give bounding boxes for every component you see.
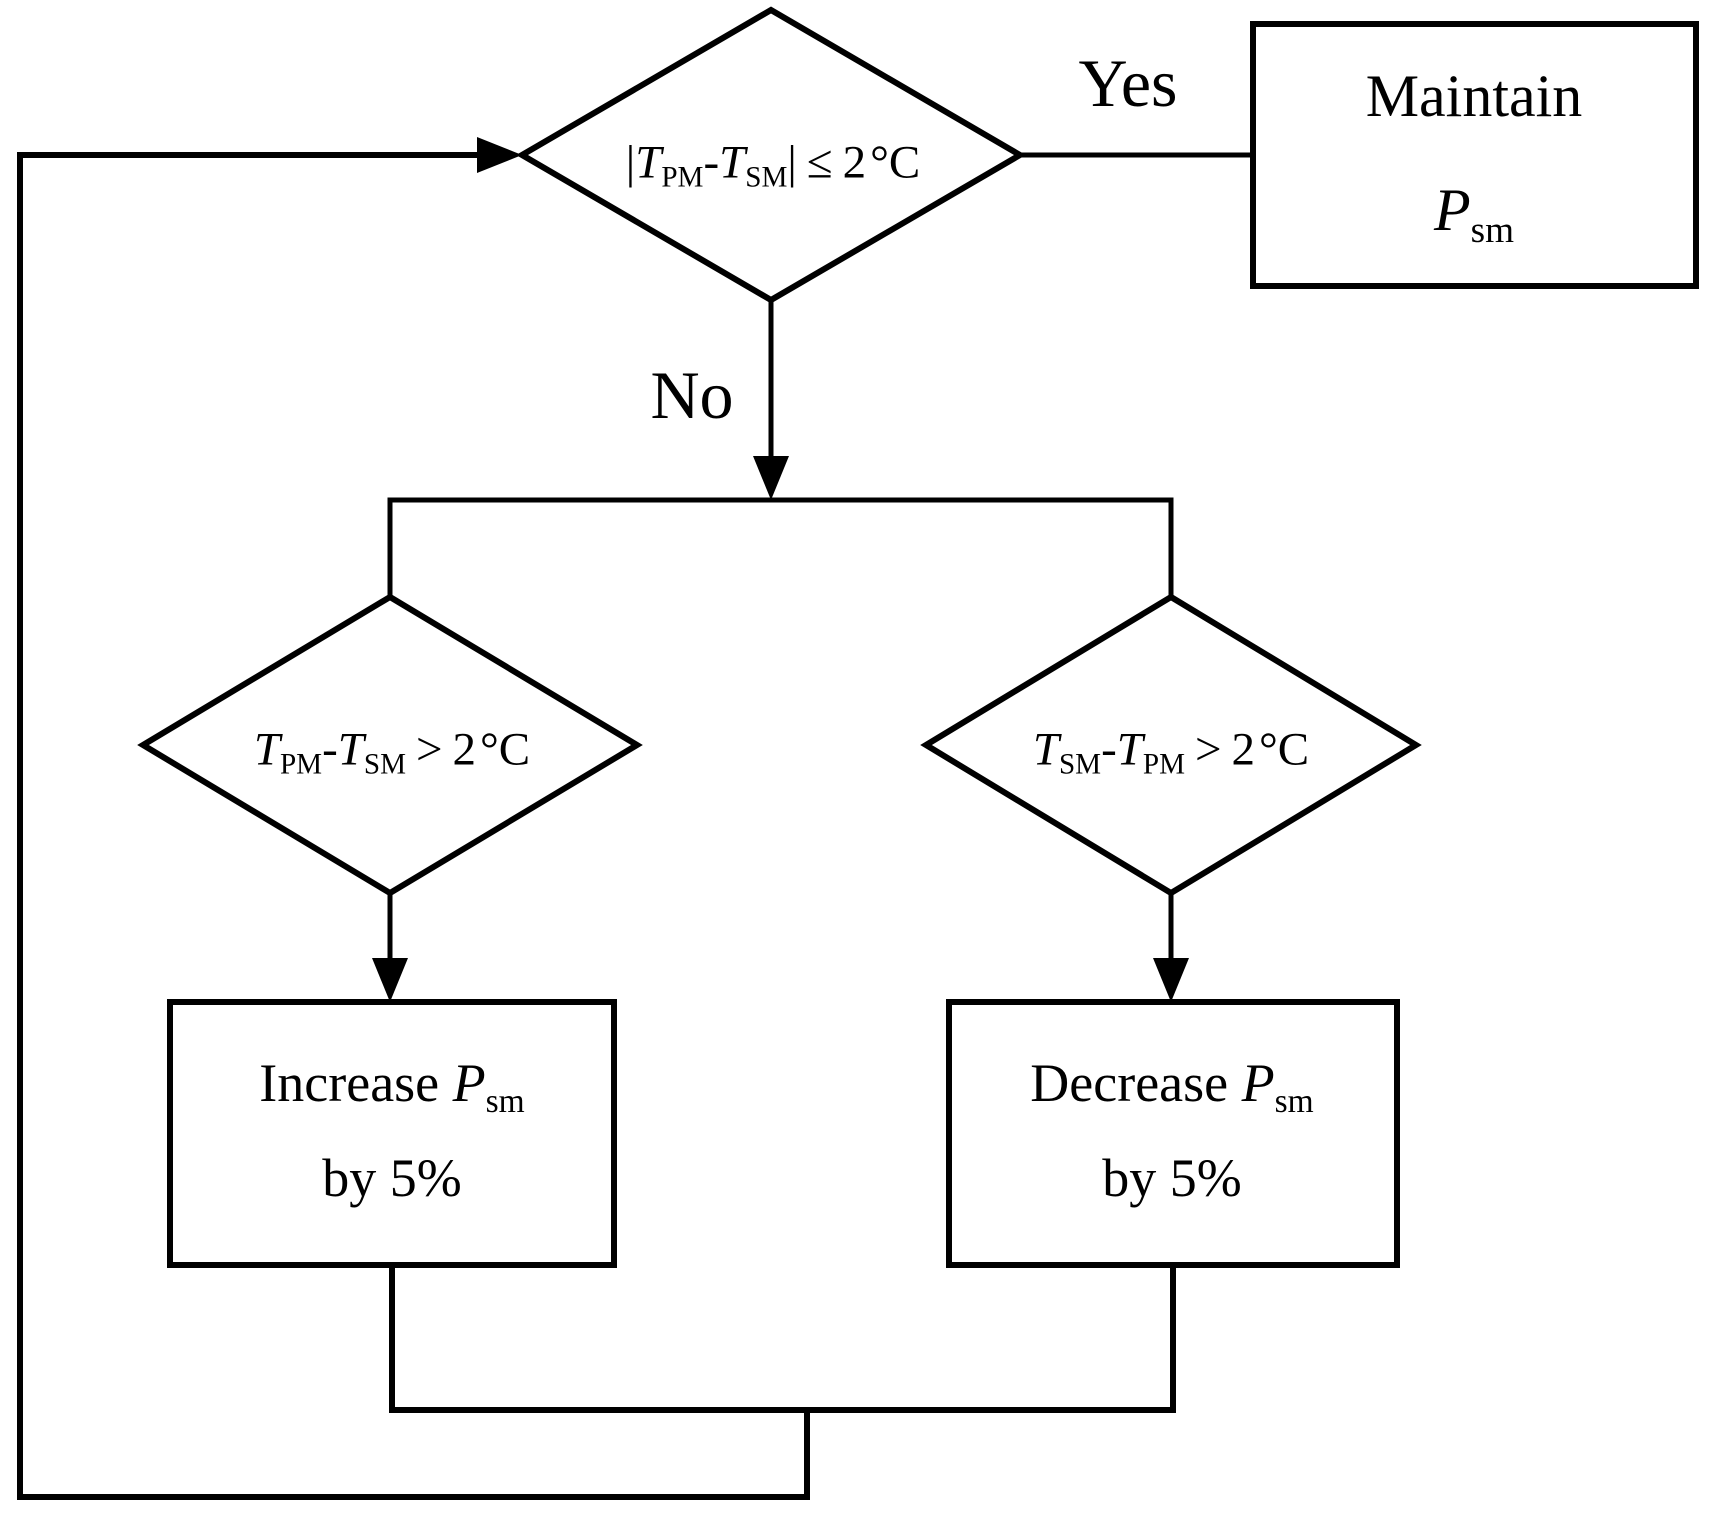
feedback-arrowhead-icon	[477, 137, 522, 173]
maintain-box-line1: Maintain	[1366, 39, 1583, 153]
maintain-box-line2: Psm	[1366, 153, 1583, 267]
threshold-value: 2	[1231, 723, 1256, 776]
threshold-value: 2	[452, 723, 477, 776]
var-T-subscript: PM	[279, 748, 323, 781]
decision-left-label: TPM-TSM>2°C	[254, 721, 530, 782]
increase-box-line1: Increase Psm	[259, 1036, 524, 1131]
var-T-subscript: PM	[1142, 748, 1185, 781]
abs-bar-close: |	[787, 136, 797, 189]
var-T-subscript: SM	[1058, 748, 1102, 781]
minus-sign: -	[703, 136, 720, 189]
greater-than-operator: >	[1194, 723, 1222, 776]
var-T: T	[635, 136, 662, 189]
decrease-word: Decrease	[1030, 1053, 1242, 1114]
decision-right-label: TSM-TPM>2°C	[1033, 721, 1309, 782]
decision-top-shape	[516, 6, 1026, 304]
var-P: P	[1241, 1053, 1275, 1114]
feedback-loop-line	[17, 152, 810, 1500]
maintain-word: Maintain	[1365, 63, 1583, 129]
var-P: P	[452, 1053, 486, 1114]
increase-box-line2: by 5%	[322, 1148, 462, 1209]
decrease-box-shape	[946, 999, 1400, 1268]
increase-box-shape	[167, 999, 617, 1268]
var-T-subscript: SM	[363, 748, 406, 781]
var-T: T	[337, 723, 364, 776]
celsius-unit: °C	[870, 136, 921, 189]
celsius-unit: °C	[1259, 723, 1310, 776]
greater-than-operator: >	[415, 723, 443, 776]
var-T: T	[253, 723, 280, 776]
maintain-box-shape	[1250, 21, 1699, 289]
var-T: T	[1116, 723, 1143, 776]
box-join-line	[389, 1265, 1176, 1413]
threshold-value: 2	[842, 136, 867, 189]
increase-box-label: Increase Psm by 5%	[259, 1036, 524, 1226]
minus-sign: -	[1101, 723, 1117, 776]
var-P-subscript: sm	[1470, 209, 1515, 251]
no-arrowhead-icon	[753, 456, 789, 500]
decision-right-shape	[920, 593, 1422, 897]
var-P: P	[1433, 177, 1471, 243]
decrease-box-line2: by 5%	[1102, 1148, 1242, 1209]
decrease-box-line1: Decrease Psm	[1030, 1036, 1313, 1131]
maintain-box-label: Maintain Psm	[1366, 39, 1583, 267]
no-edge-label: No	[650, 357, 734, 434]
increase-word: Increase	[259, 1053, 453, 1114]
var-T: T	[1032, 723, 1059, 776]
right-box-arrowhead-icon	[1153, 958, 1189, 1002]
yes-edge-label: Yes	[1078, 45, 1178, 122]
left-box-arrowhead-icon	[372, 958, 408, 1002]
var-P-subscript: sm	[485, 1082, 525, 1120]
leq-operator: ≤	[806, 136, 833, 189]
minus-sign: -	[322, 723, 338, 776]
var-T-subscript: SM	[745, 161, 788, 194]
decision-left-shape	[137, 593, 643, 897]
decision-top-label: |TPM-TSM|≤2°C	[626, 134, 920, 195]
var-P-subscript: sm	[1274, 1082, 1314, 1120]
var-T: T	[719, 136, 746, 189]
var-T-subscript: PM	[661, 161, 704, 194]
decrease-box-label: Decrease Psm by 5%	[1030, 1036, 1313, 1226]
celsius-unit: °C	[480, 723, 531, 776]
split-connector-line	[387, 497, 1174, 597]
abs-bar-open: |	[625, 136, 636, 189]
